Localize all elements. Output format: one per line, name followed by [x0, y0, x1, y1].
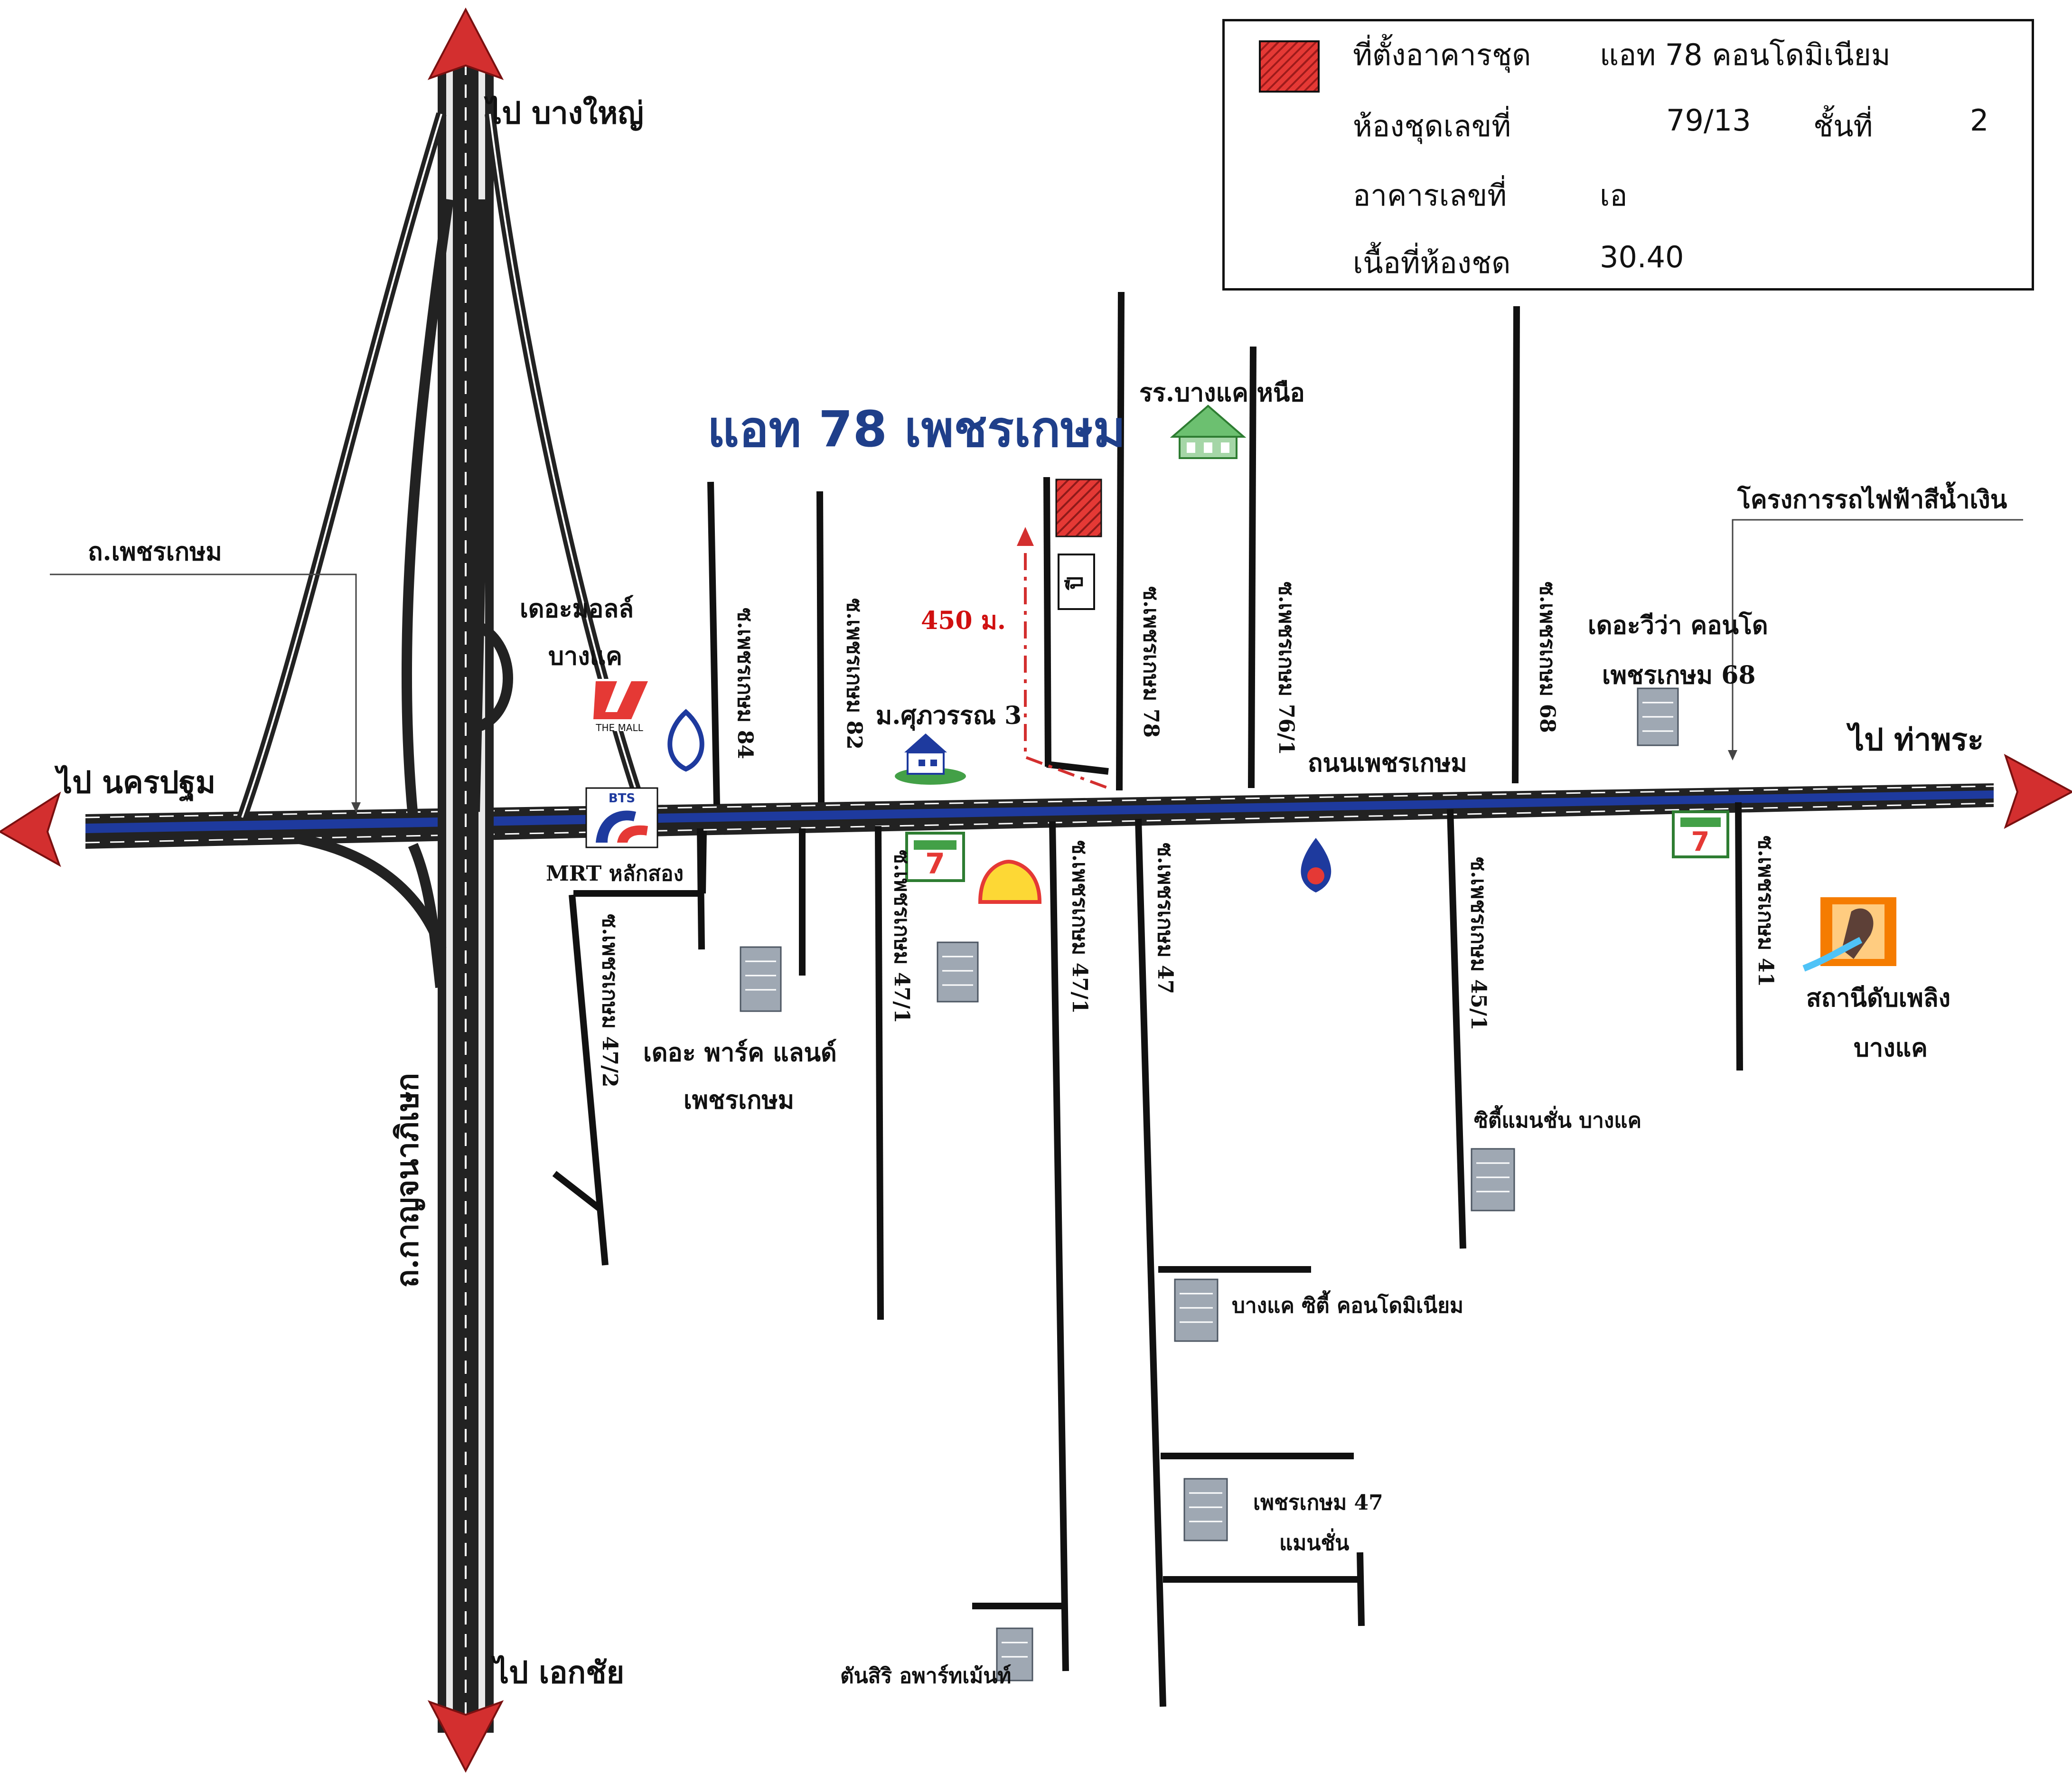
north-arrow — [427, 7, 504, 80]
mansion47-label-2: แมนชั่น — [1279, 1528, 1349, 1555]
direction-west: ไป นครปฐม — [54, 765, 216, 802]
main-road-label: ถนนเพชรเกษม — [1308, 749, 1467, 778]
the-mall-logo-icon: THE MALL — [589, 679, 650, 733]
direction-east: ไป ท่าพระ — [1846, 722, 1984, 758]
fire-station-label-2: บางแค — [1854, 1033, 1928, 1062]
soi-47-2-label: ซ.เพชรเกษม 47/2 — [598, 914, 622, 1088]
legend-building: เอ — [1600, 178, 1628, 213]
entry-box — [1058, 554, 1095, 610]
south-arrow — [427, 1700, 504, 1773]
seven-eleven-icon-2: 7 — [1672, 810, 1729, 858]
legend-location-label: ที่ตั้งอาคารชุด — [1353, 38, 1531, 72]
project-marker — [1055, 479, 1102, 537]
legend-building-label: อาคารเลขที่ — [1353, 178, 1507, 213]
bts-line-note: โครงการรถไฟฟ้าสีน้ำเงิน — [1737, 481, 2007, 514]
soi-47-1b-label: ซ.เพชรเกษม 47/1 — [1068, 840, 1092, 1014]
callout-arrow-1 — [351, 802, 361, 813]
bank-icon — [667, 709, 704, 772]
soi-47-1a-label: ซ.เพชรเกษม 47/1 — [890, 850, 914, 1024]
fire-station-label: สถานีดับเพลิง — [1806, 984, 1950, 1013]
svg-text:7: 7 — [925, 847, 945, 881]
callout-arrow-2 — [1728, 750, 1737, 761]
mall-label: เดอะมอลล์ — [520, 594, 634, 623]
mrt-label: MRT หลักสอง — [546, 862, 684, 886]
legend-area-label: เนื้อที่ห้องชด — [1353, 245, 1511, 280]
legend-project-name: แอท 78 คอนโดมิเนียม — [1600, 38, 1891, 72]
svg-text:BTS: BTS — [609, 791, 635, 806]
legend-box: ที่ตั้งอาคารชุด แอท 78 คอนโดมิเนียม ห้อง… — [1222, 19, 2034, 291]
main-road — [85, 783, 1994, 849]
seven-eleven-icon: 7 — [905, 832, 965, 882]
soi-82-label: ซ.เพชรเกษม 82 — [842, 598, 866, 750]
main-road-callout: ถ.เพชรเกษม — [88, 537, 222, 566]
ptt-icon — [1301, 838, 1331, 892]
map-title: แอท 78 เพชรเกษม — [707, 400, 1125, 458]
svg-text:7: 7 — [1691, 826, 1710, 857]
mansion47-label: เพชรเกษม 47 — [1253, 1491, 1383, 1515]
legend-floor-label: ชั้นที่ — [1813, 109, 1873, 143]
soi-45-1-label: ซ.เพชรเกษม 45/1 — [1466, 857, 1491, 1031]
park-land-label: เดอะ พาร์ค แลนด์ — [643, 1038, 837, 1067]
city-mansion-label: ซิตี้แมนชั่น บางแค — [1474, 1105, 1641, 1133]
soi-68-label: ซ.เพชรเกษม 68 — [1535, 582, 1559, 733]
school-icon — [1170, 404, 1247, 459]
callout-lines — [50, 519, 2023, 807]
svg-text:THE MALL: THE MALL — [595, 722, 643, 733]
mall-label-2: บางแค — [548, 642, 622, 671]
tansiri-label: ตันสิริ อพาร์ทเม้นท์ — [840, 1664, 1011, 1688]
school-label: รร.บางแคเหนือ — [1139, 378, 1305, 407]
direction-south: ไป เอกชัย — [491, 1655, 624, 1690]
park-land-label-2: เพชรเกษม — [684, 1086, 794, 1115]
legend-area: 30.40 — [1600, 240, 1684, 274]
distance-label: 450 ม. — [921, 606, 1006, 635]
route-line — [1024, 553, 1112, 790]
east-arrow — [2004, 753, 2072, 829]
soi-47-label: ซ.เพชรเกษม 47 — [1153, 843, 1177, 994]
legend-swatch — [1259, 40, 1320, 93]
shell-icon — [978, 859, 1042, 904]
route-arrow-head — [1017, 527, 1034, 546]
viva-label: เดอะวีว่า คอนโด — [1588, 610, 1768, 640]
west-arrow — [0, 791, 61, 867]
legend-floor: 2 — [1970, 103, 1989, 138]
legend-unit-label: ห้องชุดเลขที่ — [1353, 109, 1511, 143]
legend-unit-no: 79/13 — [1666, 103, 1751, 138]
bangkae-city-label: บางแค ซิตี้ คอนโดมิเนียม — [1232, 1290, 1463, 1318]
bts-logo-icon: BTS — [585, 787, 658, 848]
soi-78-label: ซ.เพชรเกษม 78 — [1139, 586, 1163, 738]
soi-76-1-label: ซ.เพชรเกษม 76/1 — [1274, 582, 1298, 755]
viva-label-2: เพชรเกษม 68 — [1602, 661, 1756, 690]
village-label: ม.ศุภวรรณ 3 — [876, 701, 1022, 731]
direction-north: ไป บางใหญ่ — [484, 95, 644, 131]
soi-84-label: ซ.เพชรเกษม 84 — [733, 608, 757, 759]
fire-station-icon — [1802, 897, 1896, 972]
soi-lines — [552, 291, 1743, 1707]
soi-41-label: ซ.เพชรเกษม 41 — [1753, 836, 1778, 987]
ring-road-label: ถ.กาญจนาภิเษก — [390, 1073, 425, 1287]
house-icon — [895, 733, 966, 785]
entry-label: ปี — [1063, 576, 1088, 591]
building-windows — [745, 702, 1673, 1658]
